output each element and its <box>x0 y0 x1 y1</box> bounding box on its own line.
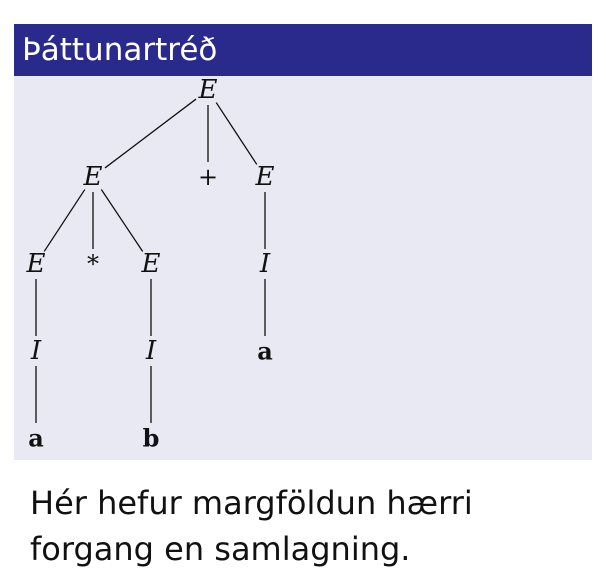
tree-node-plus: + <box>198 163 218 191</box>
tree-edge-e_left-e_lr <box>100 189 144 252</box>
tree-edge-root-e_left <box>104 98 197 169</box>
caption-line-2: forgang en samlagning. <box>30 530 411 568</box>
tree-edge-root-e_right <box>215 102 258 165</box>
block-title: Þáttunartréð <box>14 24 592 76</box>
tree-node-i_right: I <box>259 249 271 279</box>
tree-edge-e_left-e_ll <box>43 189 86 252</box>
tree-node-i_lr: I <box>145 336 157 366</box>
tree-node-a_left: a <box>28 424 44 453</box>
tree-node-star: * <box>87 250 99 278</box>
tree-node-e_ll: E <box>26 249 46 279</box>
tree-block: Þáttunartréð <box>14 24 592 460</box>
tree-edges <box>35 98 266 423</box>
tree-node-root: E <box>198 75 218 105</box>
tree-node-e_lr: E <box>141 249 161 279</box>
tree-node-i_ll: I <box>30 336 42 366</box>
tree-node-e_left: E <box>83 162 103 192</box>
caption-line-1: Hér hefur margföldun hærri <box>30 484 473 522</box>
tree-node-a_right: a <box>257 337 273 366</box>
tree-node-e_right: E <box>255 162 275 192</box>
tree-node-b: b <box>143 424 160 453</box>
caption: Hér hefur margföldun hærri forgang en sa… <box>30 480 590 572</box>
